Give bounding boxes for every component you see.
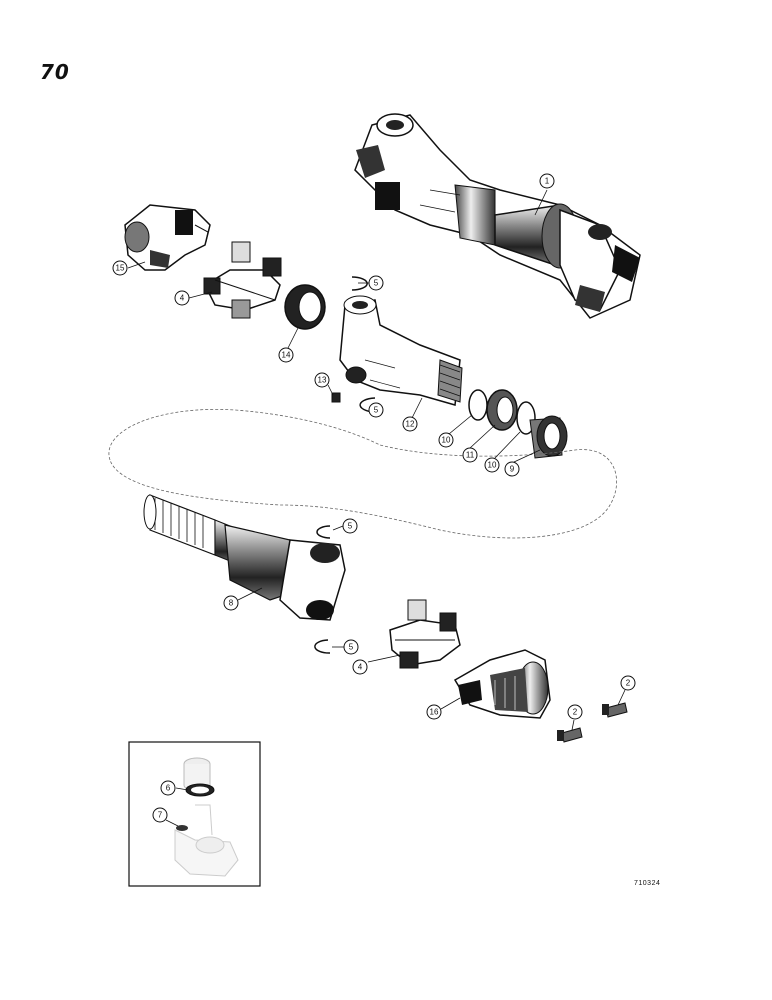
svg-text:11: 11 — [466, 451, 475, 460]
svg-text:4: 4 — [358, 663, 363, 672]
page-number: 70 — [40, 60, 70, 84]
callout-10-a: 10 — [438, 432, 454, 448]
callout-2-b: 2 — [567, 704, 583, 720]
nut-part-9 — [529, 415, 568, 459]
svg-text:15: 15 — [116, 264, 125, 273]
svg-text:10: 10 — [442, 436, 451, 445]
snap-ring-part-5-c — [316, 525, 331, 539]
splined-shaft-part-8 — [143, 494, 346, 621]
universal-joint-cross-part-4-lower — [389, 599, 461, 669]
callout-10-b: 10 — [484, 457, 500, 473]
snap-ring-part-5-d — [314, 639, 331, 654]
callout-8: 8 — [223, 595, 239, 611]
svg-text:5: 5 — [349, 643, 354, 652]
callout-1: 1 — [539, 173, 555, 189]
svg-text:2: 2 — [573, 708, 578, 717]
leader-lines — [127, 189, 626, 827]
svg-text:6: 6 — [166, 784, 171, 793]
svg-text:8: 8 — [229, 599, 234, 608]
callout-2-a: 2 — [620, 675, 636, 691]
svg-text:5: 5 — [374, 279, 379, 288]
snap-ring-part-5-a — [351, 276, 368, 291]
end-yoke-part-16 — [453, 649, 551, 719]
shaft-assembly-part-1 — [354, 113, 641, 319]
callout-13: 13 — [314, 372, 330, 388]
svg-text:10: 10 — [488, 461, 497, 470]
assembly-outline — [108, 408, 617, 539]
svg-text:9: 9 — [510, 465, 515, 474]
callout-11: 11 — [462, 447, 478, 463]
callout-5-b: 5 — [368, 402, 384, 418]
svg-text:2: 2 — [626, 679, 631, 688]
svg-text:14: 14 — [282, 351, 291, 360]
callout-15: 15 — [112, 260, 128, 276]
svg-text:13: 13 — [318, 376, 327, 385]
callout-12: 12 — [402, 416, 418, 432]
inset-detail-box — [128, 741, 261, 887]
slip-yoke-part-12 — [339, 295, 463, 406]
svg-text:4: 4 — [180, 294, 185, 303]
universal-joint-cross-part-4-upper — [203, 241, 282, 319]
callout-4-upper: 4 — [174, 290, 190, 306]
callout-7: 7 — [152, 807, 168, 823]
callout-5-d: 5 — [343, 639, 359, 655]
svg-text:1: 1 — [545, 177, 550, 186]
callout-14: 14 — [278, 347, 294, 363]
bolt-part-2-b — [557, 727, 583, 743]
bolt-part-2-a — [602, 702, 628, 718]
callout-5-a: 5 — [368, 275, 384, 291]
svg-text:5: 5 — [374, 406, 379, 415]
callout-9: 9 — [504, 461, 520, 477]
seal-part-14 — [284, 284, 326, 330]
callout-4-lower: 4 — [352, 659, 368, 675]
grease-fitting-part-13 — [331, 392, 341, 403]
bearing-part-11 — [486, 389, 518, 431]
svg-text:7: 7 — [158, 811, 163, 820]
callout-6: 6 — [160, 780, 176, 796]
svg-text:5: 5 — [348, 522, 353, 531]
callout-5-c: 5 — [342, 518, 358, 534]
callout-16: 16 — [426, 704, 442, 720]
figure-code: 710324 — [634, 880, 661, 887]
yoke-part-15 — [124, 204, 211, 271]
svg-text:16: 16 — [430, 708, 439, 717]
svg-text:12: 12 — [406, 420, 415, 429]
